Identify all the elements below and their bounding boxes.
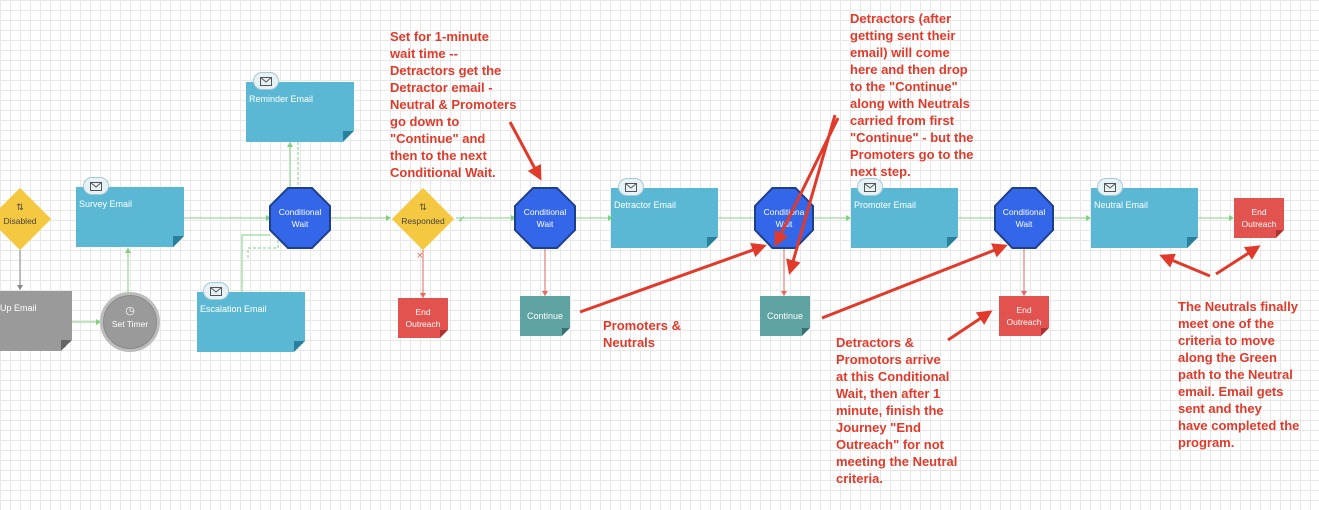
reminder-email-label: Reminder Email [249, 94, 314, 104]
end-outreach-1[interactable]: End Outreach [398, 298, 448, 338]
check-icon: ✓ [458, 215, 466, 225]
end-outreach-1-fold [440, 330, 448, 338]
end-outreach-2-label: End Outreach [1006, 305, 1042, 327]
envelope-icon [864, 182, 876, 192]
continue-2[interactable]: Continue [760, 296, 810, 336]
annotation-arrow-6 [947, 310, 993, 342]
conditional-wait-2[interactable]: Conditional Wait [514, 187, 576, 249]
annotation-arrow-7 [1159, 253, 1211, 278]
detractor-email-label: Detractor Email [614, 200, 677, 210]
detractor-email-badge [618, 178, 644, 196]
reminder-email-node[interactable]: Reminder Email [246, 82, 354, 142]
annotation-arrow-8 [1215, 245, 1261, 276]
continue-2-label: Continue [766, 311, 804, 321]
detractor-email-node[interactable]: Detractor Email [611, 188, 718, 248]
reminder-email-fold [343, 131, 354, 142]
end-outreach-1-label: End Outreach [405, 307, 441, 329]
continue-1[interactable]: Continue [520, 296, 570, 336]
annotation-promoters-neutrals: Promoters & Neutrals [603, 318, 682, 350]
survey-email-node[interactable]: Survey Email [76, 187, 184, 247]
end-outreach-3-label: End Outreach [1241, 207, 1277, 229]
annotation-wait-time: Set for 1-minute wait time -- Detractors… [390, 29, 517, 180]
promoter-email-fold [947, 237, 958, 248]
envelope-icon [1104, 182, 1116, 192]
connector-escalation-dashed [247, 240, 279, 260]
conditional-wait-1-label: Conditional Wait [278, 207, 322, 229]
responded-decision[interactable]: ⇅ Responded [390, 186, 456, 252]
followup-email-label: Up Email [0, 303, 37, 313]
end-outreach-2-fold [1041, 328, 1049, 336]
annotation-detractors: Detractors (after getting sent their ema… [850, 11, 974, 179]
escalation-email-label: Escalation Email [200, 304, 267, 314]
survey-email-label: Survey Email [79, 199, 133, 209]
conditional-wait-4[interactable]: Conditional Wait [994, 187, 1054, 249]
split-arrows-icon: ⇅ [419, 202, 427, 212]
conditional-wait-3-label: Conditiona Wait [763, 207, 805, 229]
conditional-wait-1[interactable]: Conditional Wait [269, 187, 331, 249]
envelope-icon [625, 182, 637, 192]
envelope-icon [260, 76, 272, 86]
continue-2-fold [802, 328, 810, 336]
detractor-email-fold [707, 237, 718, 248]
connector-wait1-to-escalation [241, 234, 270, 292]
x-icon: × [416, 251, 424, 261]
annotation-arrow-2 [579, 242, 767, 314]
promoter-email-badge [857, 178, 883, 196]
set-timer-node[interactable]: ◷ Set Timer [100, 292, 160, 352]
survey-email-fold [173, 236, 184, 247]
continue-1-label: Continue [526, 311, 564, 321]
clock-icon: ◷ [125, 305, 135, 317]
annotation-arrow-5 [821, 243, 1008, 320]
disabled-label: Disabled [3, 216, 37, 226]
envelope-icon [210, 286, 222, 296]
end-outreach-2[interactable]: End Outreach [999, 296, 1049, 336]
escalation-email-fold [294, 341, 305, 352]
disabled-decision[interactable]: ⇅ Disabled [0, 186, 53, 252]
neutral-email-label: Neutral Email [1094, 200, 1149, 210]
annotation-arrow-4 [774, 117, 840, 247]
followup-email-node[interactable]: Up Email [0, 291, 72, 351]
reminder-email-badge [253, 72, 279, 90]
followup-email-fold [61, 340, 72, 351]
end-outreach-3-fold [1276, 230, 1284, 238]
continue-1-fold [562, 328, 570, 336]
neutral-email-badge [1097, 178, 1123, 196]
set-timer-label: Set Timer [111, 319, 149, 329]
neutral-email-fold [1187, 237, 1198, 248]
survey-email-badge [83, 177, 109, 195]
split-arrows-icon: ⇅ [16, 202, 24, 212]
annotation-neutrals-final: The Neutrals finally meet one of the cri… [1178, 299, 1300, 450]
escalation-email-badge [203, 282, 229, 300]
promoter-email-label: Promoter Email [854, 200, 917, 210]
conditional-wait-2-label: Conditional Wait [523, 207, 567, 229]
promoter-email-node[interactable]: Promoter Email [851, 188, 958, 248]
escalation-email-node[interactable]: Escalation Email [197, 292, 305, 352]
envelope-icon [90, 181, 102, 191]
end-outreach-3[interactable]: End Outreach [1234, 198, 1284, 238]
annotation-detractors-promotors: Detractors & Promotors arrive at this Co… [836, 335, 958, 486]
conditional-wait-4-label: Conditional Wait [1002, 207, 1046, 229]
neutral-email-node[interactable]: Neutral Email [1091, 188, 1198, 248]
responded-label: Responded [401, 216, 445, 226]
annotation-arrow-1 [508, 121, 542, 181]
